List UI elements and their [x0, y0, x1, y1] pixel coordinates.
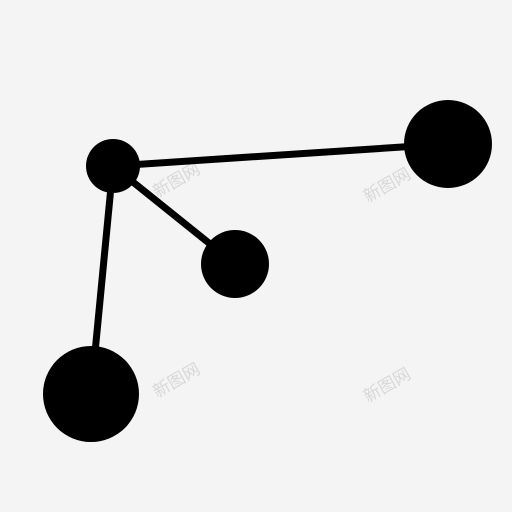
node-middle — [201, 230, 269, 298]
node-hub — [86, 139, 140, 193]
node-right — [404, 100, 492, 188]
node-bottom-left — [43, 346, 139, 442]
watermark-text: 新图网 — [360, 164, 414, 207]
edge-hub-right — [109, 140, 452, 170]
watermark-text: 新图网 — [360, 364, 414, 407]
watermark-text: 新图网 — [150, 360, 204, 403]
